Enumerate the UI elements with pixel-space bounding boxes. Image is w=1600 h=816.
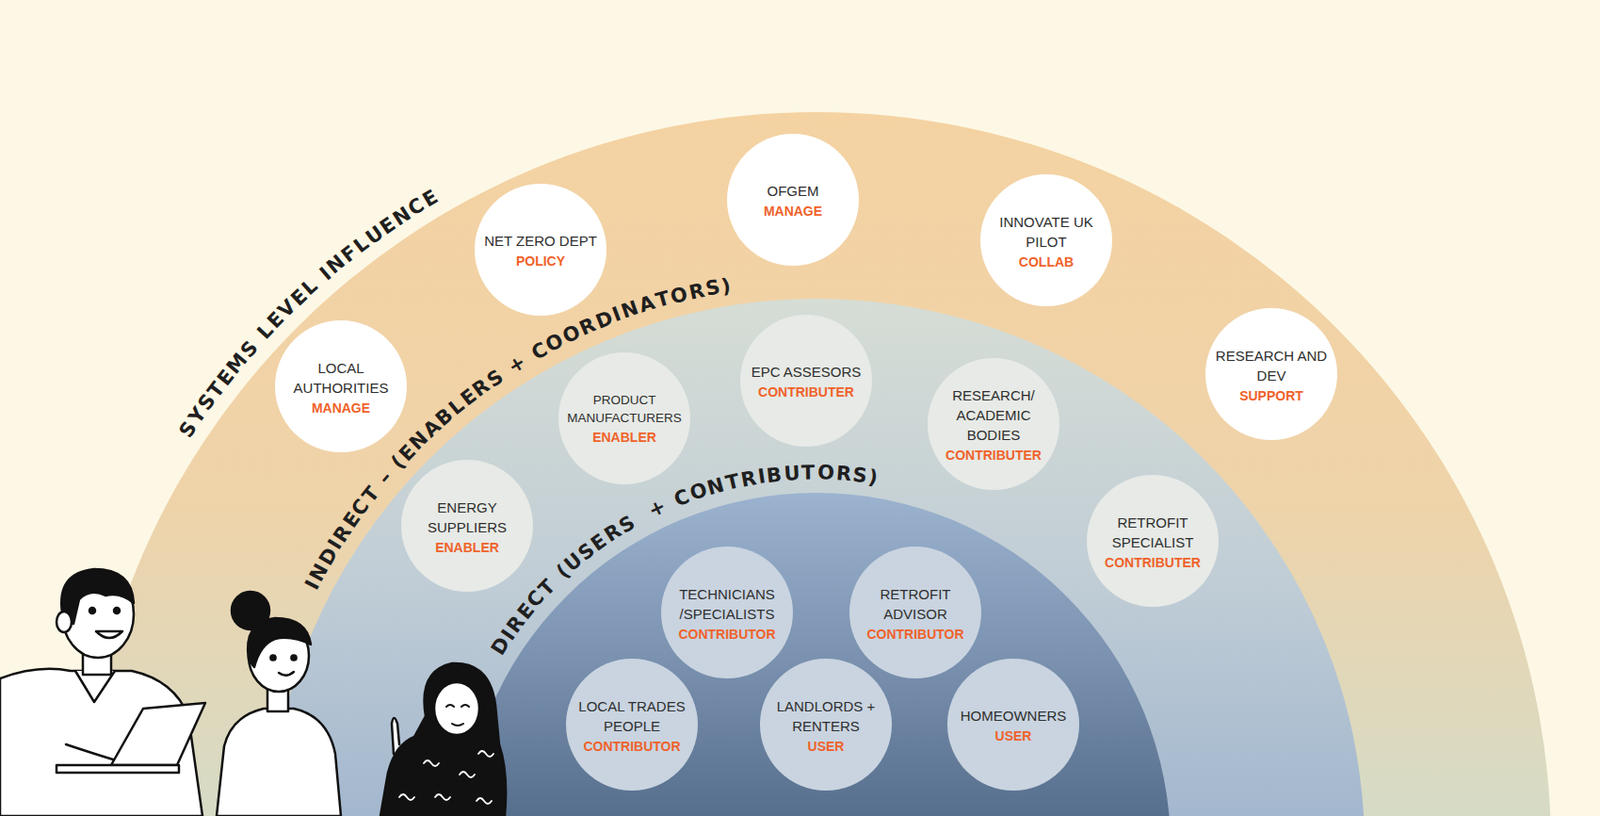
role-tag: USER <box>995 727 1033 744</box>
stakeholder-name: HOMEOWNERS <box>955 705 1071 726</box>
role-tag: CONTRIBUTOR <box>582 738 680 754</box>
man-ear <box>56 611 72 632</box>
woman-finger <box>391 717 400 754</box>
role-tag: CONTRIBUTER <box>758 384 855 400</box>
stakeholder-circle: LOCAL AUTHORITIES MANAGE <box>274 320 407 453</box>
role-tag: CONTRIBUTOR <box>678 626 776 642</box>
stakeholder-name: OFGEM <box>735 180 851 201</box>
role-tag: CONTRIBUTOR <box>866 626 964 642</box>
stakeholder-circle: OFGEM MANAGE <box>727 133 859 266</box>
stakeholder-name: PRODUCT MANUFACTURERS <box>566 391 682 428</box>
man-eye <box>89 607 96 614</box>
woman-arm <box>387 749 409 782</box>
stakeholder-circle: RETROFIT ADVISOR CONTRIBUTOR <box>849 546 982 679</box>
woman-features <box>446 704 469 726</box>
man-mouth <box>96 630 123 638</box>
man-arm <box>65 743 114 760</box>
stakeholder-circle: RESEARCH AND DEVSUPPORT <box>1205 307 1338 440</box>
girl-eye <box>290 654 296 660</box>
role-tag: CONTRIBUTER <box>945 447 1042 463</box>
role-tag: CONTRIBUTER <box>1104 554 1201 570</box>
stakeholder-name: LANDLORDS + RENTERS <box>768 695 884 736</box>
stakeholder-name: RESEARCH AND DEV <box>1213 345 1329 386</box>
woman-face <box>434 681 480 735</box>
stakeholder-name: ENERGY SUPPLIERS <box>409 497 525 537</box>
stakeholder-name: EPC ASSESORS <box>748 361 864 382</box>
stakeholder-circle: EPC ASSESORS CONTRIBUTER <box>740 314 873 447</box>
laptop-screen <box>111 702 206 765</box>
role-tag: COLLAB <box>1018 254 1074 270</box>
stakeholder-name: NET ZERO DEPT <box>483 230 598 251</box>
role-tag: MANAGE <box>311 400 371 416</box>
girl-body <box>216 708 341 816</box>
laptop-base <box>56 764 179 773</box>
band-shape <box>268 298 1365 816</box>
band-shape <box>462 492 1171 816</box>
stakeholder-name: INNOVATE UK PILOT <box>988 211 1104 252</box>
role-tag: USER <box>808 738 845 754</box>
girl-mouth <box>278 671 294 676</box>
stakeholder-name: RESEARCH/ ACADEMIC BODIES <box>936 385 1051 445</box>
stakeholder-circle: ENERGY SUPPLIERS ENABLER <box>401 459 534 592</box>
man-hair <box>61 568 134 624</box>
stakeholder-circle: NET ZERO DEPT POLICY <box>474 183 607 316</box>
role-tag: ENABLER <box>435 539 500 555</box>
role-tag: ENABLER <box>592 429 657 445</box>
stakeholder-circle: HOMEOWNERSUSER <box>947 658 1080 791</box>
stakeholder-name: LOCAL AUTHORITIES <box>283 357 399 398</box>
stakeholder-name: LOCAL TRADES PEOPLE <box>574 695 690 736</box>
stakeholder-circle: INNOVATE UK PILOT COLLAB <box>980 174 1113 307</box>
role-tag: MANAGE <box>763 203 823 219</box>
stakeholder-name: TECHNICIANS /SPECIALISTS <box>669 583 785 624</box>
stakeholder-circle: LOCAL TRADES PEOPLE CONTRIBUTOR <box>565 658 698 791</box>
band-shape <box>81 112 1552 816</box>
role-tag: SUPPORT <box>1239 387 1304 404</box>
stakeholder-circle: RESEARCH/ ACADEMIC BODIES CONTRIBUTER <box>927 357 1060 490</box>
role-tag: POLICY <box>516 253 566 269</box>
stakeholder-circle: RETROFIT SPECIALIST CONTRIBUTER <box>1086 474 1219 607</box>
man-eye <box>113 607 120 614</box>
stakeholder-circle: TECHNICIANS /SPECIALISTS CONTRIBUTOR <box>661 546 793 679</box>
stakeholder-name: RETROFIT ADVISOR <box>857 583 973 624</box>
woman-hijab <box>380 662 506 816</box>
girl-bun <box>231 591 270 630</box>
girl-eye <box>270 654 275 660</box>
stakeholder-circle: LANDLORDS + RENTERS USER <box>759 658 892 791</box>
stakeholder-name: RETROFIT SPECIALIST <box>1095 512 1211 552</box>
stakeholder-circle: PRODUCT MANUFACTURERSENABLER <box>558 352 691 485</box>
dress-pattern <box>399 750 494 804</box>
